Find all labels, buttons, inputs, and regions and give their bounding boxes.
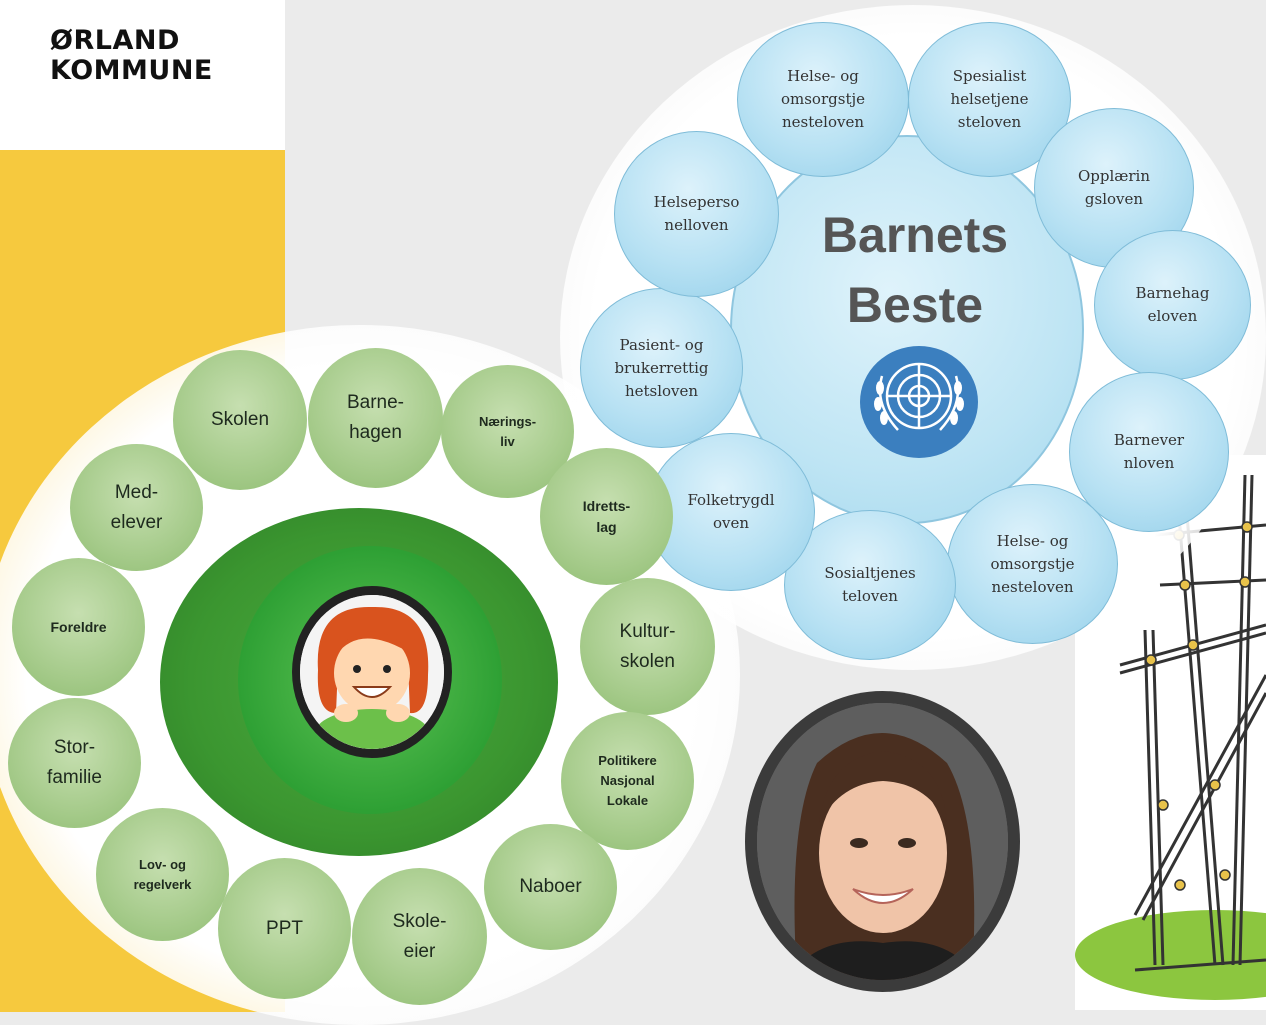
law-circle: Sosialtjenes teloven xyxy=(784,510,956,660)
network-circle: Barne- hagen xyxy=(308,348,443,488)
network-circle: Idretts- lag xyxy=(540,448,673,585)
orland-kommune-logo: ØRLAND KOMMUNE xyxy=(50,26,213,86)
network-circle: Skole- eier xyxy=(352,868,487,1005)
un-emblem-graphic xyxy=(874,362,964,431)
network-circle: Naboer xyxy=(484,824,617,950)
network-circle: Med- elever xyxy=(70,444,203,571)
person-icon xyxy=(757,703,1008,980)
law-circle: Helse- og omsorgstje nesteloven xyxy=(737,22,909,177)
barnets-beste-title: Barnets Beste xyxy=(821,207,1009,333)
logo-line-2: KOMMUNE xyxy=(50,55,213,86)
network-circle: PPT xyxy=(218,858,351,999)
law-circle: Barnehag eloven xyxy=(1094,230,1251,380)
scaffold-illustration xyxy=(1075,464,1266,1000)
network-circle: Skolen xyxy=(173,350,307,490)
law-circle: Barnever nloven xyxy=(1069,372,1229,532)
un-emblem-icon xyxy=(860,346,978,458)
law-circle: Helseperso nelloven xyxy=(614,131,779,297)
network-circle: Kultur- skolen xyxy=(580,578,715,715)
girl-icon xyxy=(300,595,444,749)
network-circle: Politikere Nasjonal Lokale xyxy=(561,712,694,850)
law-circle: Folketrygdl oven xyxy=(647,433,815,591)
law-circle: Pasient- og brukerrettig hetsloven xyxy=(580,288,743,448)
logo-panel xyxy=(0,0,285,150)
logo-line-1: ØRLAND xyxy=(50,25,180,56)
child-illustration xyxy=(300,595,444,749)
portrait-photo xyxy=(757,703,1008,980)
network-circle: Lov- og regelverk xyxy=(96,808,229,941)
network-circle: Stor- familie xyxy=(8,698,141,828)
network-circle: Foreldre xyxy=(12,558,145,696)
law-circle: Helse- og omsorgstje nesteloven xyxy=(947,484,1118,644)
